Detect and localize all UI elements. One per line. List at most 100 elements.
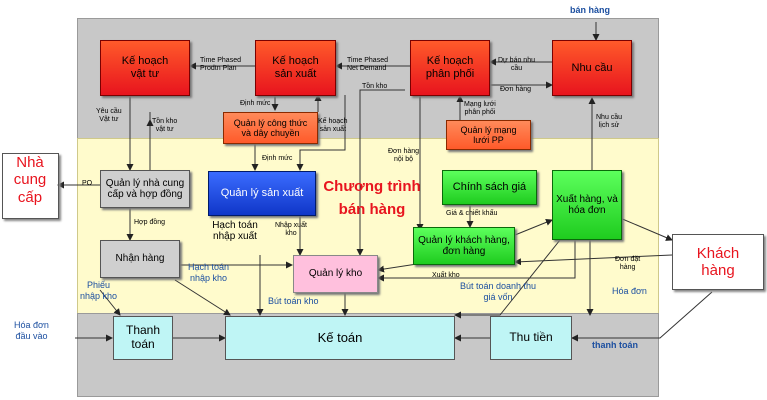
payment-line1: Thanh (125, 323, 161, 338)
label-re-2: giá vốn (483, 291, 513, 302)
arrow-customer-to-collection (571, 291, 713, 342)
label-ae-1: Hạch toán (188, 262, 230, 272)
arrow-customer-to-shipping (514, 219, 553, 236)
supplier-line2: cung (13, 171, 47, 189)
label-price-discount: Giá & chiết khấu (446, 210, 498, 217)
label-pa-1: Hạch toán (212, 219, 258, 231)
label-io-1: Đơn hàng (388, 148, 420, 155)
label-sm-1: Tồn kho (152, 118, 178, 125)
label-forecast-1: Dự báo nhu (498, 57, 535, 64)
invoice-in-line2: đầu vào (15, 330, 48, 341)
arrow-customer-order (514, 254, 673, 266)
label-orders-top: Đơn hàng (500, 86, 532, 93)
label-mr-1: Yêu cầu (96, 108, 122, 115)
label-tpn-1: Time Phased (347, 57, 388, 64)
label-oi-1: Đơn đặt (615, 256, 641, 263)
customer-mgmt-line2: đơn hàng (442, 246, 486, 257)
arrow-entry-to-accounting (174, 279, 231, 316)
network-mgmt-line2: lưới PP (473, 135, 504, 145)
label-oi-2: hàng (619, 263, 636, 271)
arrow-shipping-to-warehouse (377, 240, 576, 282)
material-plan-line2: vật tư (130, 68, 160, 80)
supplier-line1: Nhà (16, 154, 44, 171)
label-history-1: Nhu cầu (596, 114, 623, 121)
price-policy-node: Chính sách giá (442, 170, 537, 205)
customer-mgmt-node: Quản lý khách hàng,đơn hàng (413, 227, 515, 265)
supplier-line3: cấp (17, 188, 43, 206)
label-forecast-2: cầu (510, 64, 523, 72)
payment-line2: toán (131, 337, 155, 351)
label-tpn-2: Net Demand (347, 64, 387, 72)
label-re-1: Bút toán doanh thu (460, 281, 537, 291)
distribution-plan-line2: phân phối (425, 68, 475, 80)
arrow-receipt-to-payment (99, 289, 121, 316)
label-contract: Hợp đồng (134, 219, 166, 226)
supplier-label: Nhà cung cấp (4, 154, 56, 206)
supplier-mgmt-line1: Quản lý nhà cung (105, 177, 185, 189)
label-mr-2: Vật tư (99, 115, 119, 123)
label-ae-2: nhập kho (189, 272, 228, 283)
shipping-line1: Xuất hàng, và (556, 193, 618, 205)
label-stock: Tồn kho (362, 83, 388, 90)
collection-node: Thu tiền (490, 316, 572, 360)
production-mgmt-node: Quản lý sản xuất (208, 171, 316, 216)
label-receipt-2: nhập kho (80, 290, 118, 301)
accounting-node: Kế toán (225, 316, 455, 360)
supplier-mgmt-line2: cấp và hợp đồng (107, 189, 183, 200)
invoice-in-label: Hóa đơn đầu vào (14, 320, 49, 342)
label-payment-out: thanh toán (592, 340, 638, 350)
title-line1: Chương trình (323, 178, 421, 195)
label-pa-2: nhập xuất (213, 231, 257, 242)
customer-mgmt-line1: Quản lý khách hàng, (418, 234, 510, 246)
demand-node: Nhu cầu (552, 40, 632, 96)
network-mgmt-line1: Quản lý mạng (460, 124, 517, 135)
label-receipt-1: Phiếu (87, 280, 111, 290)
distribution-plan-line1: Kế hoạch (426, 55, 474, 68)
label-tpp-1: Time Phased (200, 57, 241, 64)
customer-line1: Khách (696, 244, 740, 262)
label-network-1: Mạng lưới (464, 101, 496, 108)
label-invoice: Hóa đơn (612, 286, 647, 296)
label-pps-1: Kế hoạch (318, 118, 348, 125)
label-tpp-2: Prodtn Plan (200, 64, 237, 72)
label-po: PO (82, 180, 93, 187)
label-stock-out: Xuất kho (432, 272, 460, 279)
title-line2: bán hàng (338, 201, 406, 219)
label-network-2: phân phối (464, 108, 496, 116)
warehouse-node: Quản lý kho (293, 255, 378, 293)
shipping-line2: hóa đơn (568, 205, 606, 216)
arrow-prodplan-to-production (296, 95, 346, 171)
customer-line2: hàng (701, 262, 735, 279)
receiving-node: Nhận hàng (100, 240, 180, 278)
material-plan-line1: Kế hoạch (121, 55, 169, 68)
formula-mgmt-line1: Quản lý công thức (233, 117, 308, 128)
customer-box: Khách hàng (672, 234, 764, 290)
label-io-2: nội bộ (393, 155, 414, 163)
supplier-box (2, 153, 59, 219)
label-pio-1: Nhập xuất (275, 222, 307, 229)
formula-mgmt-line2: và dây chuyền (241, 128, 300, 138)
arrow-stock-to-dist (356, 89, 405, 256)
arrow-revenue-to-accounting (454, 239, 561, 319)
production-plan-line1: Kế hoạch (272, 55, 319, 68)
